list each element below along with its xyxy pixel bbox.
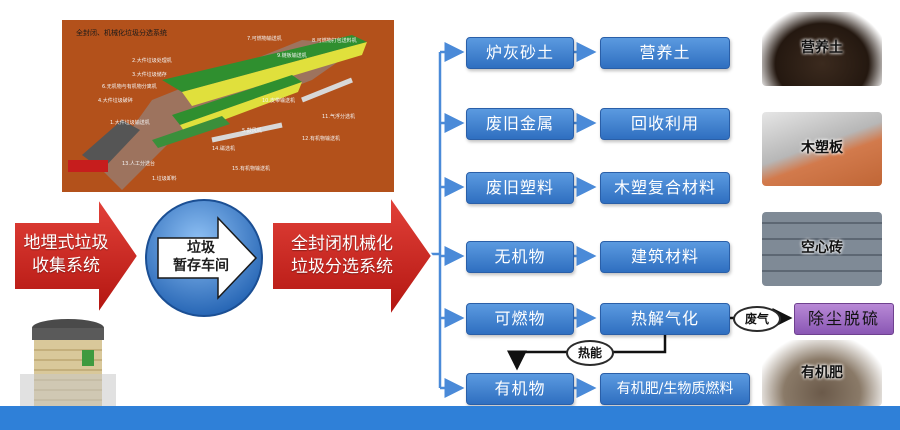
plant-image-title: 全封闭、机械化垃圾分选系统 [76, 29, 167, 37]
svg-text:1.垃圾卸料: 1.垃圾卸料 [152, 175, 177, 182]
svg-text:15.有机物输送机: 15.有机物输送机 [232, 165, 270, 172]
svg-text:1.大件垃圾输送机: 1.大件垃圾输送机 [110, 119, 150, 126]
svg-text:11.气浮分选机: 11.气浮分选机 [322, 113, 355, 120]
photo-organic-fertilizer: 有机肥 [762, 340, 882, 406]
storage-line2: 暂存车间 [173, 258, 229, 274]
collection-line2: 收集系统 [32, 256, 100, 276]
product-box-wood-plastic: 木塑复合材料 [600, 172, 730, 204]
bin-illustration [20, 319, 116, 408]
red-arrow-shape [13, 194, 140, 318]
sorting-line2: 垃圾分选系统 [291, 257, 393, 277]
heat-label: 热能 [566, 340, 614, 366]
photo-caption-wood-plastic-board: 木塑板 [801, 140, 843, 157]
photo-hollow-brick: 空心砖 [762, 212, 882, 286]
product-box-nutrient-soil: 营养土 [600, 37, 730, 69]
photo-caption-nutrient-soil: 营养土 [801, 40, 843, 57]
product-box-building-materials: 建筑材料 [600, 241, 730, 273]
svg-text:6.无机物与有机物分离机: 6.无机物与有机物分离机 [102, 83, 157, 90]
dust-removal-box: 除尘脱硫 [794, 303, 894, 335]
underground-bin-image [18, 316, 118, 408]
svg-text:9.链板输送机: 9.链板输送机 [277, 52, 307, 59]
waste-gas-label: 废气 [733, 306, 781, 332]
collection-line1: 地埋式垃圾 [23, 233, 109, 253]
svg-text:12.有机物输送机: 12.有机物输送机 [302, 135, 340, 142]
photo-nutrient-soil: 营养土 [762, 12, 882, 86]
source-box-ash-soil: 炉灰砂土 [466, 37, 574, 69]
photo-caption-hollow-brick: 空心砖 [801, 240, 843, 257]
storage-line1: 垃圾 [187, 240, 215, 256]
source-box-scrap-metal: 废旧金属 [466, 108, 574, 140]
svg-text:14.磁选机: 14.磁选机 [212, 145, 235, 152]
collection-arrow: 地埋式垃圾 收集系统 [10, 194, 140, 320]
red-arrow-shape-2 [271, 192, 434, 320]
svg-text:2.大件垃圾处理机: 2.大件垃圾处理机 [132, 57, 172, 64]
photo-caption-organic-fertilizer: 有机肥 [801, 365, 843, 382]
svg-text:7.可燃物输送机: 7.可燃物输送机 [247, 35, 282, 42]
source-box-inorganic: 无机物 [466, 241, 574, 273]
svg-text:5.鼓风机: 5.鼓风机 [242, 127, 262, 134]
svg-text:13.人工分选台: 13.人工分选台 [122, 160, 155, 167]
source-box-waste-plastic: 废旧塑料 [466, 172, 574, 204]
source-box-combustible: 可燃物 [466, 303, 574, 335]
plant-schematic: 7.可燃物输送机 8.可燃物打包送料机 9.链板输送机 2.大件垃圾处理机 3.… [62, 20, 394, 192]
source-box-organic: 有机物 [466, 373, 574, 405]
sorting-arrow: 全封闭机械化 垃圾分选系统 [268, 192, 434, 322]
svg-text:4.大件垃圾破碎: 4.大件垃圾破碎 [98, 97, 133, 104]
storage-circle-shape [145, 199, 263, 317]
product-box-pyrolysis: 热解气化 [600, 303, 730, 335]
svg-text:10.皮带输送机: 10.皮带输送机 [262, 97, 295, 104]
sorting-plant-image: 7.可燃物输送机 8.可燃物打包送料机 9.链板输送机 2.大件垃圾处理机 3.… [62, 20, 394, 192]
product-box-recycling: 回收利用 [600, 108, 730, 140]
storage-circle: 垃圾 暂存车间 [142, 196, 266, 320]
photo-wood-plastic-board: 木塑板 [762, 112, 882, 186]
sorting-line1: 全封闭机械化 [291, 234, 393, 254]
footer-bar [0, 406, 900, 430]
bracket-lines [430, 42, 597, 398]
svg-text:3.大件垃圾储存: 3.大件垃圾储存 [132, 71, 167, 78]
svg-text:8.可燃物打包送料机: 8.可燃物打包送料机 [312, 37, 357, 44]
product-box-fertilizer-fuel: 有机肥/生物质燃料 [600, 373, 750, 405]
